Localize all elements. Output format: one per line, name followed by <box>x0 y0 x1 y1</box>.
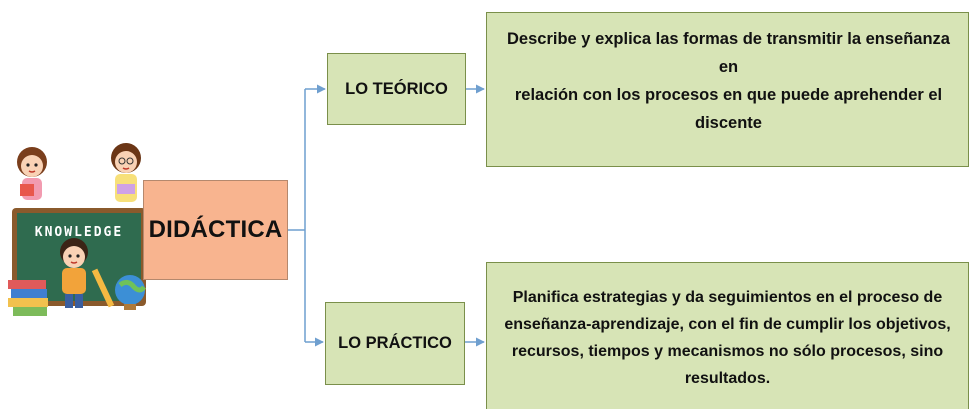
description-node-practico: Planifica estrategias y da seguimientos … <box>486 262 969 409</box>
root-node-didactica: DIDÁCTICA <box>143 180 288 280</box>
description-node-teorico: Describe y explica las formas de transmi… <box>486 12 969 167</box>
board-text: KNOWLEDGE <box>35 225 123 240</box>
knowledge-illustration: KNOWLEDGE <box>8 143 147 316</box>
branch-node-teorico: LO TEÓRICO <box>327 53 466 125</box>
description-text-teorico: Describe y explica las formas de transmi… <box>507 29 950 132</box>
root-label: DIDÁCTICA <box>148 216 283 243</box>
branch-label-practico: LO PRÁCTICO <box>338 334 452 352</box>
description-text-practico: Planifica estrategias y da seguimientos … <box>504 289 951 387</box>
branch-node-practico: LO PRÁCTICO <box>325 302 465 385</box>
branch-label-teorico: LO TEÓRICO <box>345 79 448 98</box>
